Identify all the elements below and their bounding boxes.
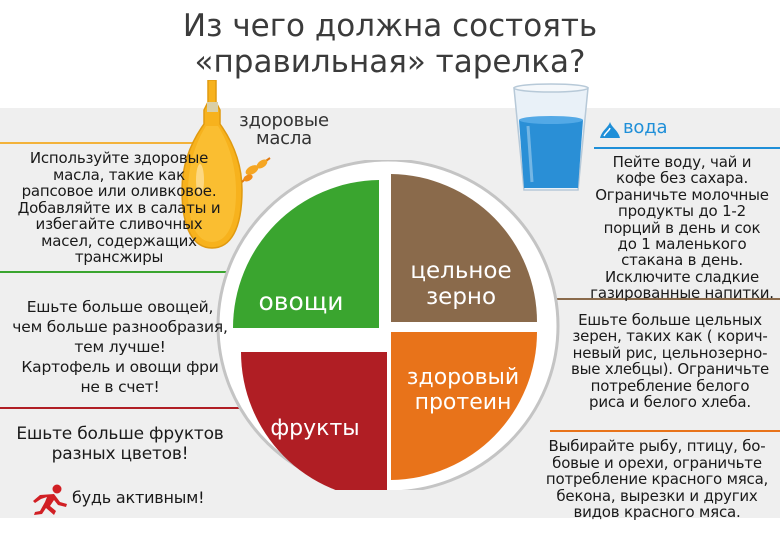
protein-label-line-1: здоровый bbox=[407, 365, 519, 390]
text-line: масла, такие как bbox=[53, 165, 185, 184]
text-line: стакана в день. bbox=[621, 251, 743, 270]
text-line: продукты до 1-2 bbox=[618, 202, 746, 221]
text-line: Добавляйте их в салаты и bbox=[17, 198, 221, 217]
olive-branch-icon bbox=[241, 157, 271, 183]
protein-line bbox=[550, 430, 780, 432]
vegetables-description: Ешьте больше овощей, чем больше разнообр… bbox=[4, 297, 236, 397]
text-line: до 1 маленького bbox=[617, 235, 747, 254]
plate-diagram: овощи цельное зерно фрукты здоровый прот… bbox=[216, 160, 560, 490]
water-label: вода bbox=[623, 117, 668, 138]
vegetables-label: овощи bbox=[258, 287, 343, 316]
be-active-label: будь активным! bbox=[72, 488, 205, 507]
text-line: газированные напитки. bbox=[590, 284, 774, 303]
text-line: Ешьте больше овощей, bbox=[26, 298, 214, 316]
text-line: невый рис, цельнозерно- bbox=[572, 343, 768, 362]
text-line: Ешьте больше цельных bbox=[578, 311, 762, 329]
text-line: масел, содержащих bbox=[41, 231, 197, 250]
text-line: не в счет! bbox=[80, 378, 160, 396]
text-line: Пейте воду, чай и bbox=[612, 153, 752, 171]
text-line: бекона, вырезки и других bbox=[556, 486, 758, 505]
fruits-segment bbox=[241, 352, 387, 490]
text-line: бовые и орехи, ограничьте bbox=[552, 453, 762, 472]
oil-line bbox=[0, 142, 206, 144]
page-title-line-2: «правильная» тарелка? bbox=[194, 44, 586, 80]
water-glass-icon bbox=[513, 83, 589, 191]
protein-description: Выбирайте рыбу, птицу, бо- бовые и орехи… bbox=[538, 438, 776, 521]
oils-label-line: здоровые bbox=[239, 110, 329, 131]
text-line: тем лучше! bbox=[74, 338, 166, 356]
protein-segment bbox=[391, 332, 537, 480]
text-line: риса и белого хлеба. bbox=[589, 393, 751, 412]
text-line: трансжиры bbox=[74, 248, 164, 266]
oils-description: Используйте здоровые масла, такие как ра… bbox=[8, 150, 230, 266]
text-line: Выбирайте рыбу, птицу, бо- bbox=[548, 437, 766, 455]
text-line: Ешьте больше фруктов bbox=[16, 424, 224, 444]
text-line: потребление красного мяса, bbox=[545, 470, 769, 489]
running-person-icon bbox=[33, 484, 67, 515]
text-line: вые хлебцы). Ограничьте bbox=[570, 360, 770, 379]
grains-label-line-2: зерно bbox=[426, 284, 496, 310]
text-line: Используйте здоровые bbox=[29, 149, 209, 167]
text-line: рапсовое или оливковое. bbox=[21, 182, 217, 200]
water-description: Пейте воду, чай и кофе без сахара. Огран… bbox=[588, 154, 776, 302]
grains-label-line-1: цельное bbox=[410, 258, 511, 284]
fruits-label: фрукты bbox=[270, 416, 359, 441]
page-title-line-1: Из чего должна состоять bbox=[182, 8, 598, 44]
vegetables-segment bbox=[233, 180, 379, 328]
water-line bbox=[594, 147, 780, 149]
grains-segment bbox=[391, 174, 537, 322]
text-line: видов красного мяса. bbox=[573, 503, 741, 522]
text-line: кофе без сахара. bbox=[615, 169, 749, 188]
oils-label: здоровые масла bbox=[226, 112, 342, 148]
text-line: чем больше разнообразия, bbox=[12, 318, 228, 336]
text-line: избегайте сливочных bbox=[35, 215, 203, 233]
text-line: Ограничьте молочные bbox=[595, 185, 769, 204]
text-line: порций в день и сок bbox=[603, 218, 761, 237]
fruits-description: Ешьте больше фруктов разных цветов! bbox=[4, 424, 236, 464]
oils-label-line: масла bbox=[255, 128, 313, 149]
fruits-line bbox=[0, 407, 256, 409]
grains-description: Ешьте больше цельных зерен, таких как ( … bbox=[562, 311, 778, 412]
text-line: зерен, таких как ( корич- bbox=[572, 327, 768, 346]
text-line: Картофель и овощи фри bbox=[21, 358, 219, 376]
grains-line bbox=[545, 298, 780, 300]
water-splash-icon bbox=[600, 122, 620, 138]
protein-label-line-2: протеин bbox=[415, 390, 512, 415]
oil-bottle-icon bbox=[181, 80, 243, 249]
text-line: потребление белого bbox=[590, 376, 750, 395]
vegetables-line bbox=[0, 271, 250, 273]
text-line: Исключите сладкие bbox=[604, 267, 760, 286]
text-line: разных цветов! bbox=[51, 444, 189, 464]
